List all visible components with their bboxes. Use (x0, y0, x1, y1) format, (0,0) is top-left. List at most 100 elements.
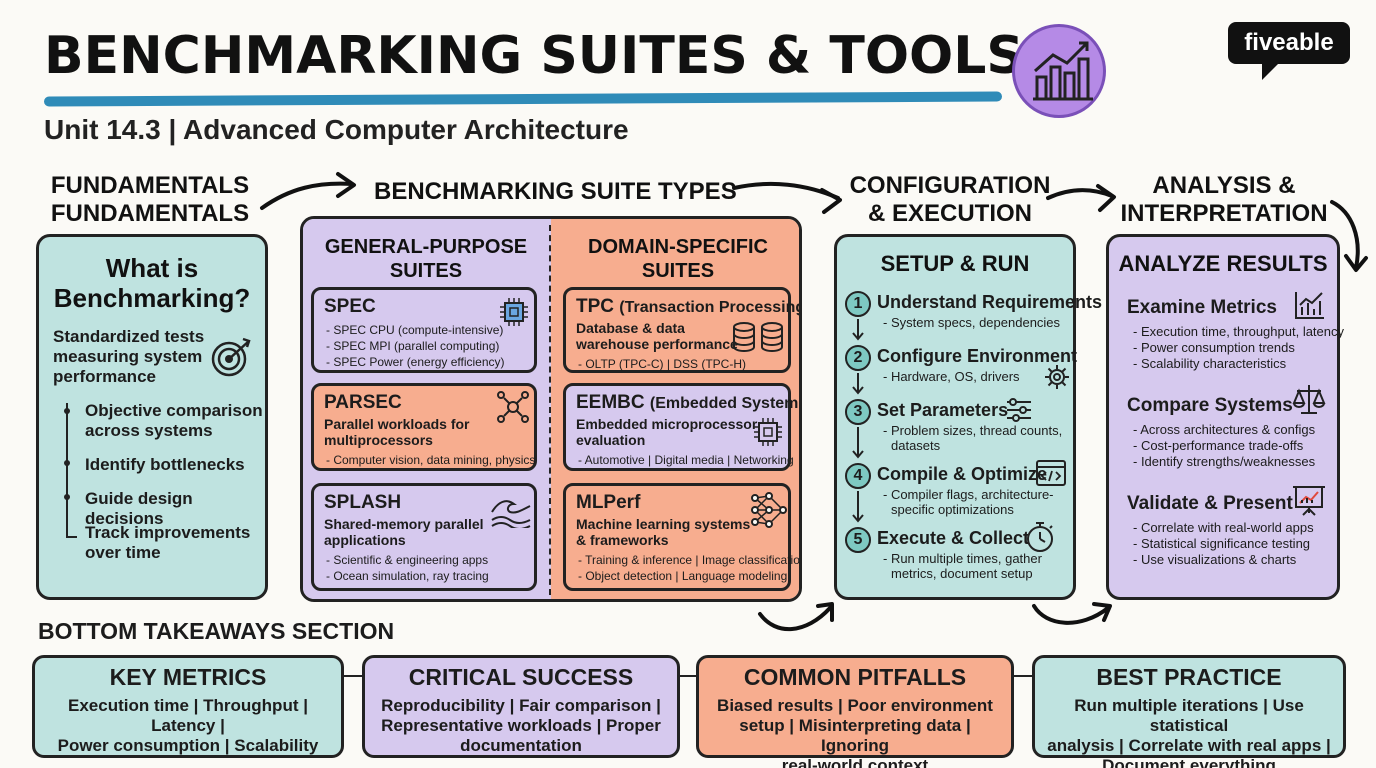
splash-card: SPLASH Shared-memory parallel applicatio… (311, 483, 537, 591)
spec-item: - SPEC MPI (parallel computing) (326, 339, 500, 353)
box-title: BEST PRACTICE (1035, 664, 1343, 691)
page-title: BENCHMARKING SUITES & TOOLS (44, 26, 1024, 86)
best-practice-box: BEST PRACTICE Run multiple iterations | … (1032, 655, 1346, 768)
section-title: Examine Metrics (1127, 297, 1277, 318)
mlperf-title: MLPerf (576, 492, 641, 513)
page-subtitle: Unit 14.3 | Advanced Computer Architectu… (44, 114, 629, 145)
stopwatch-icon (1027, 522, 1053, 552)
fiveable-logo: fiveable (1228, 22, 1350, 64)
section-item: - Correlate with real-world apps (1133, 520, 1314, 535)
mlperf-item: - Training & inference | Image classific… (578, 553, 802, 567)
bullet-objective-comparison: Objective comparison across systems (85, 401, 263, 440)
section-title: Validate & Present (1127, 493, 1293, 514)
gears-icon (1045, 365, 1069, 389)
spec-item: - SPEC Power (energy efficiency) (326, 355, 505, 369)
step-desc: - System specs, dependencies (883, 315, 1061, 330)
analyze-heading: ANALYZE RESULTS (1118, 251, 1328, 276)
section-item: - Use visualizations & charts (1133, 552, 1297, 567)
definition-text: Standardized tests measuring system perf… (53, 327, 205, 386)
section-title: Compare Systems (1127, 395, 1293, 416)
suite-divider (549, 225, 551, 595)
tpc-card: TPC (Transaction Processing) Database & … (563, 287, 799, 373)
section-item: - Power consumption trends (1133, 340, 1295, 355)
mlperf-item: - Object detection | Language modeling (578, 569, 788, 583)
step-number: 5 (845, 527, 871, 553)
chip-icon (754, 418, 782, 446)
chip-icon (500, 298, 528, 326)
step-desc: - Hardware, OS, drivers (883, 369, 1020, 384)
balance-scale-icon (1292, 385, 1326, 414)
step-title: Set Parameters (877, 400, 1009, 420)
bottom-section-label: BOTTOM TAKEAWAYS SECTION (38, 618, 395, 644)
analysis-head: ANALYSIS & INTERPRETATION (1120, 172, 1328, 227)
parsec-card: PARSEC Parallel workloads for multiproce… (311, 383, 537, 471)
spec-item: - SPEC CPU (compute-intensive) (326, 323, 504, 337)
logo-tail (1262, 60, 1282, 80)
code-window-icon (1036, 460, 1066, 486)
step-desc: - Run multiple times, gather metrics, do… (883, 551, 1042, 581)
sliders-icon (1007, 398, 1031, 422)
general-purpose-heading: GENERAL-PURPOSE SUITES (324, 236, 528, 282)
suite-types-head: BENCHMARKING SUITE TYPES (374, 178, 737, 205)
tpc-title: TPC (Transaction Processing) (576, 296, 802, 317)
step-connectors (852, 319, 864, 523)
target-icon (209, 335, 257, 384)
section-item: - Execution time, throughput, latency (1133, 324, 1345, 339)
eembc-item: - Automotive | Digital media | Networkin… (578, 453, 794, 467)
eembc-card: EEMBC (Embedded Systems) Embedded microp… (563, 383, 799, 471)
splash-item: - Scientific & engineering apps (326, 553, 489, 567)
section-item: - Statistical significance testing (1133, 536, 1311, 551)
box-text: Biased results | Poor environment setup … (717, 696, 993, 768)
bullet-track-improvements: Track improvements over time (85, 523, 251, 562)
fundamentals-heading: What is Benchmarking? (53, 253, 251, 313)
box-text: Reproducibility | Fair comparison | Repr… (381, 696, 661, 755)
setup-run-panel: SETUP & RUN 1 Understand Requirements - … (834, 234, 1102, 600)
step-title: Execute & Collect (877, 528, 1030, 548)
network-icon (497, 391, 529, 423)
step-title: Compile & Optimize (877, 464, 1048, 484)
line-chart-icon (1295, 292, 1324, 319)
box-text: Execution time | Throughput | Latency | … (57, 696, 319, 755)
step-title: Configure Environment (877, 346, 1078, 366)
step-desc: - Compiler flags, architecture- specific… (883, 487, 1054, 517)
step-desc: - Problem sizes, thread counts, datasets (883, 423, 1063, 453)
spec-title: SPEC (324, 296, 376, 317)
domain-specific-heading: DOMAIN-SPECIFIC SUITES (588, 236, 768, 282)
eembc-title: EEMBC (Embedded Systems) (576, 392, 802, 413)
step-number: 3 (845, 399, 871, 425)
bar-chart-trend-icon (1012, 24, 1106, 118)
tpc-desc: Database & data warehouse performance (576, 320, 738, 352)
box-title: KEY METRICS (35, 664, 341, 691)
presentation-icon (1293, 486, 1325, 516)
parsec-item: - Computer vision, data mining, physics (326, 453, 536, 467)
bullet-identify-bottlenecks: Identify bottlenecks (85, 455, 245, 474)
eembc-desc: Embedded microprocessor evaluation (576, 416, 758, 448)
section-item: - Scalability characteristics (1133, 356, 1287, 371)
step-title: Understand Requirements (877, 292, 1103, 312)
parsec-title: PARSEC (324, 392, 402, 413)
mlperf-desc: Machine learning systems & frameworks (576, 516, 751, 548)
common-pitfalls-box: COMMON PITFALLS Biased results | Poor en… (696, 655, 1014, 768)
step-number: 4 (845, 463, 871, 489)
step-number: 1 (845, 291, 871, 317)
spec-card: SPEC - SPEC CPU (compute-intensive) - SP… (311, 287, 537, 373)
box-text: Run multiple iterations | Use statistica… (1047, 696, 1331, 768)
section-item: - Across architectures & configs (1133, 422, 1316, 437)
section-item: - Cost-performance trade-offs (1133, 438, 1304, 453)
box-title: COMMON PITFALLS (699, 664, 1011, 691)
wave-icon (491, 500, 531, 528)
neural-net-icon (751, 492, 787, 528)
fundamentals-panel: What is Benchmarking? Standardized tests… (36, 234, 268, 600)
analyze-results-panel: ANALYZE RESULTS Examine Metrics - Execut… (1106, 234, 1344, 600)
bullet-tree (64, 403, 77, 538)
suite-types-panel: GENERAL-PURPOSE SUITES DOMAIN-SPECIFIC S… (300, 216, 802, 602)
splash-title: SPLASH (324, 492, 402, 513)
fundamentals-head: FUNDAMENTALS FUNDAMENTALS (50, 172, 250, 227)
critical-success-box: CRITICAL SUCCESS Reproducibility | Fair … (362, 655, 680, 758)
key-metrics-box: KEY METRICS Execution time | Throughput … (32, 655, 344, 758)
config-head: CONFIGURATION & EXECUTION (849, 172, 1051, 227)
section-item: - Identify strengths/weaknesses (1133, 454, 1316, 469)
database-icon (733, 322, 783, 352)
bullet-guide-design: Guide design decisions (85, 489, 193, 528)
